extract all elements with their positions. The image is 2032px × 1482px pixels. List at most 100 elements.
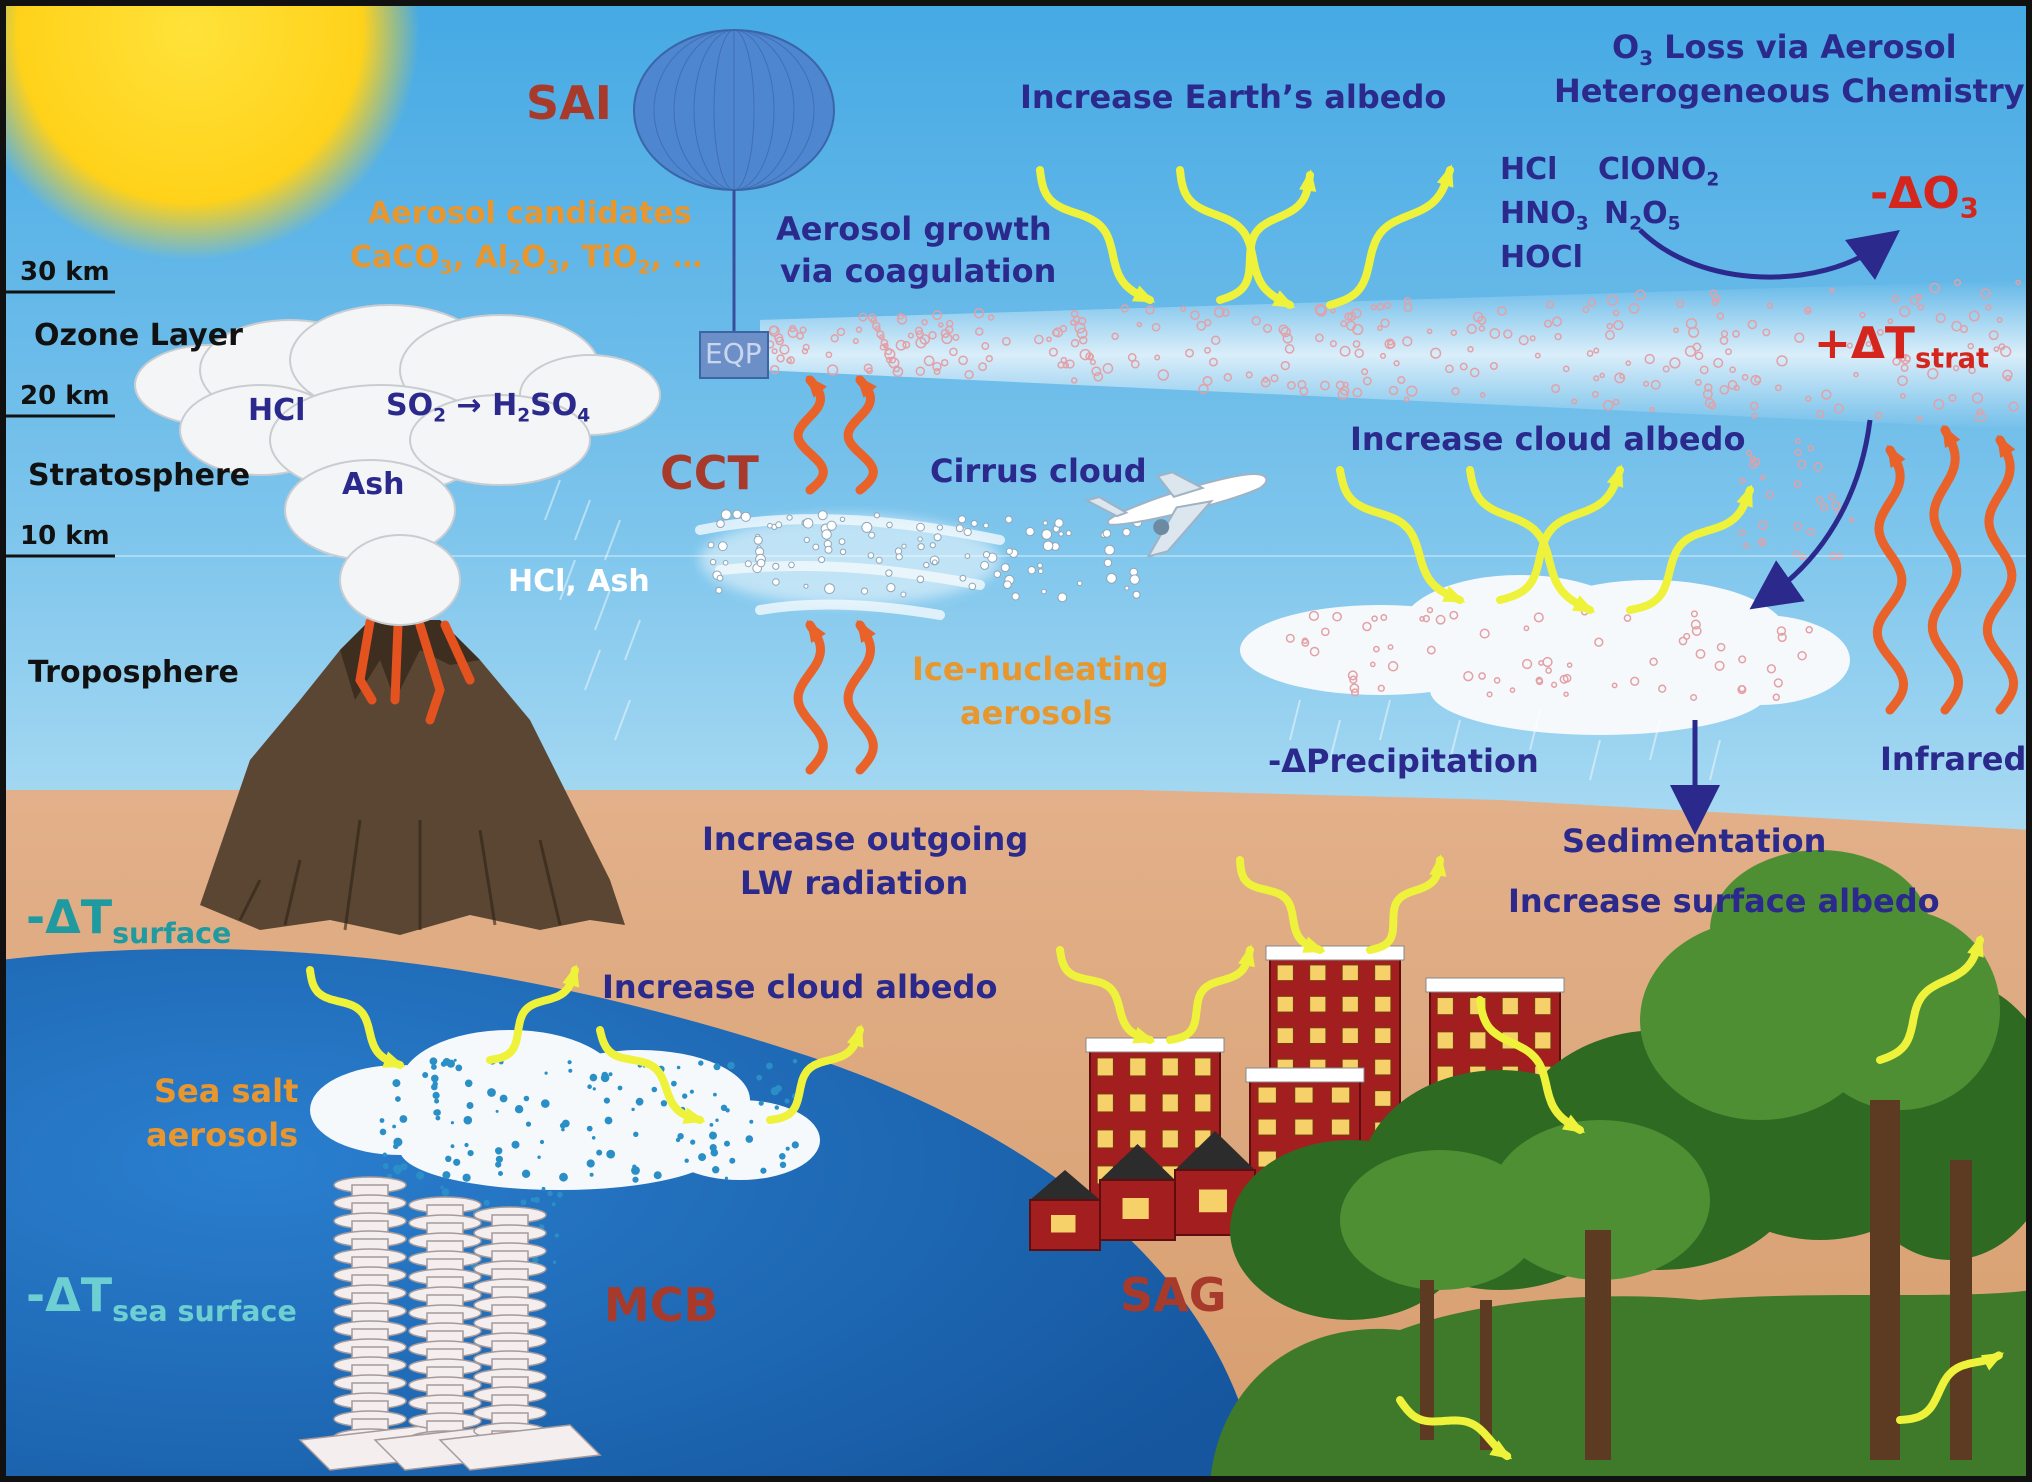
sea-salt-particle	[450, 1144, 455, 1149]
sea-salt-particle	[431, 1074, 439, 1083]
sea-salt-particle	[684, 1158, 689, 1163]
aerosol-particle	[1280, 326, 1291, 338]
sea-salt-particle	[495, 1147, 503, 1155]
aerosol-particle	[787, 327, 799, 338]
sea-salt-particle	[671, 1080, 677, 1087]
aerosol-particle	[1951, 320, 1962, 332]
sea-salt-particle	[760, 1167, 767, 1174]
ice-particle	[839, 516, 846, 522]
ozone-title-2: Heterogeneous Chemistry	[1554, 72, 2025, 110]
aerosol-particle	[1719, 384, 1730, 395]
aerosol-particle	[1797, 459, 1807, 469]
sea-salt-particle	[635, 1097, 644, 1106]
sea-salt-particle	[442, 1058, 451, 1066]
sea-salt-particle	[434, 1109, 441, 1116]
aerosol-particle	[1543, 319, 1553, 328]
ellipsis: , …	[650, 240, 703, 275]
cloud-particle	[1716, 642, 1726, 652]
cloud-particle	[1773, 678, 1783, 688]
aerosol-particle	[892, 366, 904, 378]
sea-salt-particle	[395, 1096, 401, 1102]
aerosol-particle	[964, 369, 974, 380]
aerosol-particle	[1971, 392, 1984, 404]
building-window	[1257, 1086, 1277, 1104]
aerosol-particle	[1445, 364, 1454, 374]
sea-salt-particle	[541, 1099, 550, 1108]
aerosol-particle	[1426, 328, 1433, 335]
ice-particle	[772, 578, 780, 586]
sea-salt-particle	[453, 1158, 461, 1166]
aerosol-particle	[949, 347, 958, 357]
aerosol-particle	[1794, 332, 1805, 343]
aerosol-particle	[1551, 316, 1563, 327]
aerosol-particle	[771, 348, 778, 355]
sea-salt-particle	[559, 1172, 568, 1182]
aerosol-particle	[1284, 344, 1295, 354]
sea-salt-particle	[727, 1061, 735, 1070]
aerosol-particle	[1712, 294, 1721, 303]
aerosol-particle	[1314, 303, 1326, 316]
aerosol-particle	[902, 340, 911, 349]
sea-salt-particle	[498, 1171, 503, 1176]
sea-salt-particle	[604, 1116, 613, 1125]
ice-particle	[803, 536, 810, 544]
aerosol-particle	[1370, 304, 1377, 311]
cloud-particle	[1797, 650, 1807, 661]
aerosol-particle	[1650, 379, 1661, 390]
aerosol-particle	[1380, 318, 1390, 328]
n2o5-sub1: 2	[1629, 213, 1643, 235]
aerosol-particle	[1376, 325, 1383, 331]
ice-particle	[955, 524, 964, 533]
building-roof	[1425, 977, 1565, 993]
longwave-arrows	[793, 375, 2019, 775]
ice-particle	[931, 559, 938, 566]
aerosol-particle	[2004, 375, 2012, 382]
troposphere-label: Troposphere	[28, 655, 239, 690]
house-roof	[1030, 1170, 1100, 1200]
aerosol-particle	[836, 327, 846, 337]
aerosol-particle	[874, 325, 881, 332]
ozone-reaction-arrow	[1638, 228, 1901, 280]
aerosol-particle	[801, 348, 809, 355]
cloud-particle	[1545, 667, 1552, 674]
sun	[0, 0, 420, 260]
aerosol-particle	[1198, 383, 1209, 395]
aerosol-particle	[1344, 312, 1353, 321]
ir-arrow	[793, 375, 828, 495]
ice-particle	[722, 560, 729, 566]
building-window	[1330, 1086, 1351, 1104]
aerosol-particle	[1591, 390, 1599, 398]
sea-salt-particle	[429, 1057, 438, 1066]
aerosol-particle	[1793, 480, 1802, 489]
aerosol-particle	[1948, 393, 1957, 402]
aerosol-particle	[882, 342, 889, 349]
sunlight-arrow	[1896, 1351, 2003, 1424]
aerosol-particle	[768, 325, 780, 337]
aerosol-particle	[1586, 350, 1594, 357]
cloud-particle	[1478, 672, 1486, 680]
h2so4-sub1: 2	[517, 405, 531, 427]
sea-salt-particle	[416, 1171, 425, 1180]
aerosol-particle	[1968, 366, 1976, 375]
tower-base	[438, 1424, 602, 1471]
aerosol-particles	[766, 278, 2022, 561]
aerosol-particle	[1704, 383, 1713, 392]
aerosol-particle	[978, 362, 988, 372]
aerosol-particle	[1816, 409, 1825, 418]
sea-salt-particle	[400, 1163, 408, 1171]
sedimentation-label: Sedimentation	[1562, 822, 1827, 860]
ice-particle	[885, 569, 893, 577]
sea-salt-particle	[532, 1256, 539, 1264]
ice-particle	[868, 531, 876, 539]
aerosol-particle	[1751, 412, 1758, 419]
volcanic-rain	[544, 479, 641, 741]
sea-salt-particle	[589, 1172, 594, 1177]
sai-label: SAI	[526, 76, 612, 130]
delta-o3: -ΔO3	[1870, 168, 1979, 226]
cloud-particle	[1486, 691, 1493, 698]
aerosol-particle	[1459, 362, 1468, 371]
aerosol-particle	[1406, 385, 1418, 397]
aerosol-particle	[852, 338, 859, 345]
aerosol-particle	[944, 325, 954, 335]
